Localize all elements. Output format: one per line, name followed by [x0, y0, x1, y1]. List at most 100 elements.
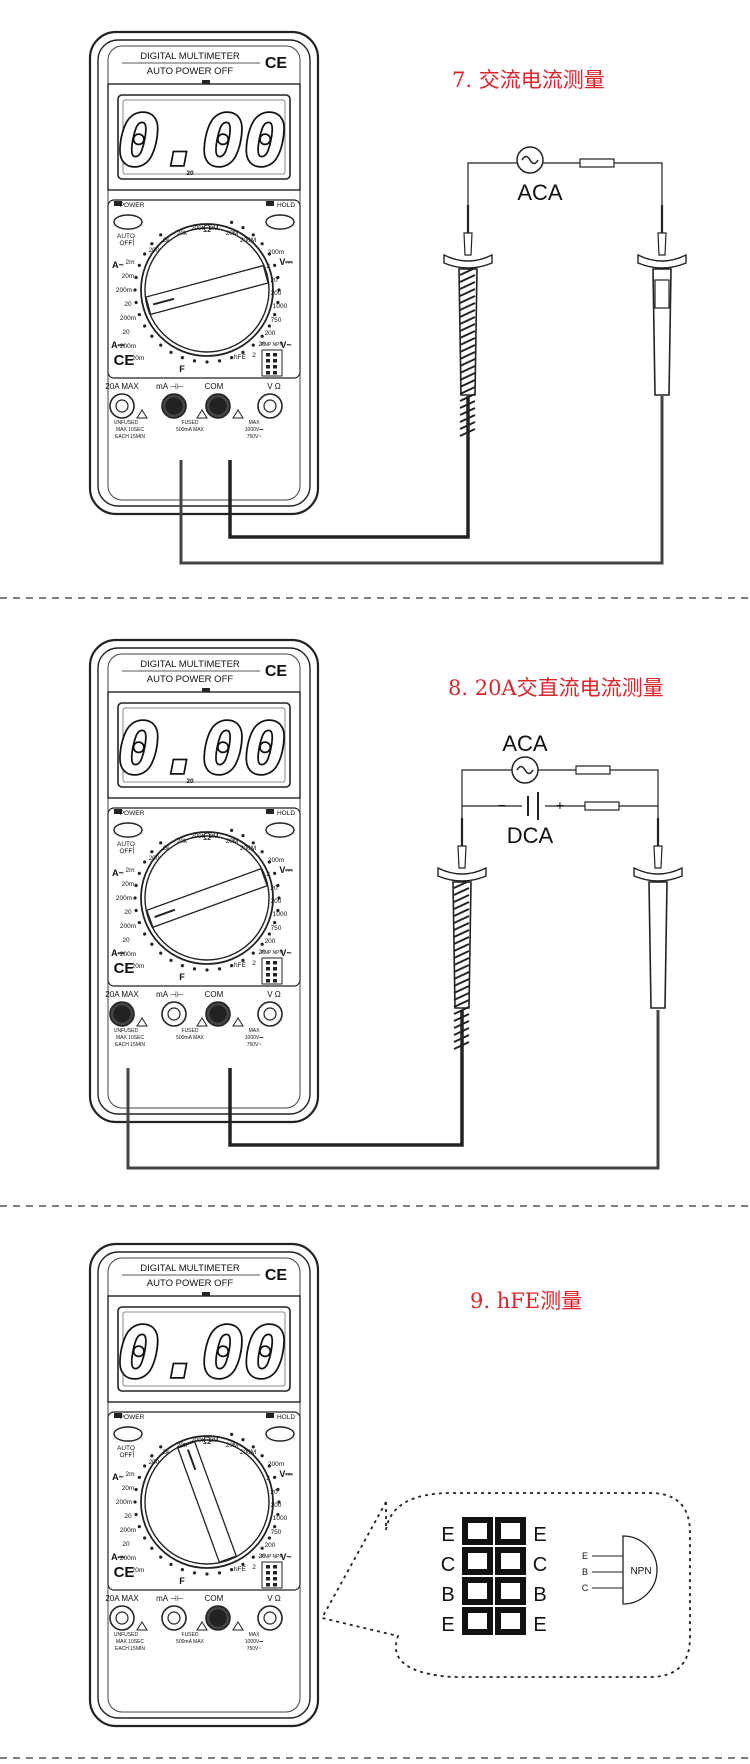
diode-icon: →| [126, 1451, 135, 1458]
dial-dot [143, 860, 147, 864]
transistor-pin-label: E [582, 1551, 588, 1561]
aca-label: A~ [112, 868, 124, 878]
power-key-icon [114, 1413, 122, 1418]
dial-dot [134, 300, 138, 305]
aca-label-7: ACA [517, 180, 563, 205]
meter-subtitle: AUTO POWER OFF [147, 1278, 234, 1289]
v-range-label: 750 [271, 317, 282, 324]
hfe-socket-hole [273, 371, 277, 375]
dial-dot [273, 263, 277, 267]
dca-label: A⎓ [111, 340, 125, 350]
dial-dot [241, 1562, 245, 1566]
dial-dot [277, 1500, 281, 1504]
hfe-socket-hole [266, 1571, 270, 1575]
hfe-socket-hole [273, 967, 277, 971]
hfe-socket [261, 1561, 283, 1589]
off-label: OFF [120, 1452, 133, 1459]
socket-hole [462, 1547, 493, 1575]
face-ce-mark: CE [114, 1564, 135, 1581]
hold-label: HOLD [277, 202, 295, 209]
hfe-socket-hole [273, 1577, 277, 1581]
diode-icon: →| [126, 847, 135, 854]
dial-dot [205, 1572, 209, 1576]
probe-hatch [459, 267, 476, 276]
hold-key-icon [266, 1413, 274, 1418]
probe-hatch [453, 901, 470, 910]
dial-dot [159, 1445, 163, 1449]
dial-pointer [176, 1440, 238, 1564]
jack-label-ma: mA ⊣⊢ [156, 990, 184, 999]
power-key-icon [114, 201, 122, 206]
jack-label-ma: mA ⊣⊢ [156, 1594, 184, 1603]
a-range-label: 2m [125, 867, 134, 874]
ohm-range-label: 200M [240, 845, 256, 852]
dial-dot [277, 288, 281, 292]
jack-inner [115, 399, 129, 413]
dial-dot [230, 1568, 234, 1572]
dial-dot [134, 275, 138, 280]
probe-hatch [453, 992, 470, 1001]
dca-label: A⎓ [111, 948, 125, 958]
probe-hatch [459, 316, 476, 325]
warn-ma-text: 500mA MAX [176, 427, 204, 433]
dial-dot [273, 871, 277, 875]
lcd-sub: 20 [186, 170, 194, 177]
dial-dot [276, 275, 280, 280]
jack-label-20a: 20A MAX [105, 990, 139, 999]
dial-dot [137, 263, 141, 267]
ohm-range-label: 200k [191, 833, 206, 840]
probe-hatch [459, 372, 476, 381]
power-button [113, 822, 143, 838]
probe-hatch [459, 351, 476, 360]
ohm-range-label: 200M [240, 1449, 256, 1456]
v-range-label: 200 [265, 1542, 276, 1549]
warn-v-text: 750V~ [247, 1646, 262, 1652]
socket-pin-right: E [533, 1524, 546, 1546]
ohm-range-label: 200M [240, 237, 256, 244]
a-range-label: 2m [125, 259, 134, 266]
hfe-socket-hole [266, 961, 270, 965]
acv-label: V~ [280, 1552, 291, 1562]
warn-ma-text: FUSED [182, 420, 199, 426]
hfe-socket-hole [266, 973, 270, 977]
a-range-label: 20m [122, 273, 135, 280]
transistor-label: NPN [630, 1566, 651, 1577]
v-range-label: 750 [271, 925, 282, 932]
hfe-socket-hole [273, 961, 277, 965]
a-range-label: 20 [124, 301, 132, 308]
probe-hatch [459, 330, 476, 339]
a-range-label: 200m [116, 1499, 132, 1506]
socket-pin-right: B [533, 1584, 546, 1606]
jack-inner [263, 1007, 277, 1021]
dc-plus-label: + [556, 797, 564, 813]
v-range-label: 1000 [273, 1515, 288, 1522]
lcd-sub: 20 [186, 778, 194, 785]
probe-hatch [459, 295, 476, 304]
warning-triangle-icon [232, 1017, 244, 1027]
dial-dot [230, 964, 234, 968]
probe-black [637, 205, 687, 396]
hfe-label: hFE [234, 962, 247, 969]
socket-hole [495, 1517, 526, 1545]
probe-hatch [459, 386, 476, 395]
warn-20a-text: UNFUSED [114, 1028, 139, 1034]
dial-dot [251, 951, 255, 955]
face-ce-mark: CE [114, 352, 135, 369]
warn-ma-text: 500mA MAX [176, 1639, 204, 1645]
hfe-label: hFE [234, 1566, 247, 1573]
meter-subtitle: AUTO POWER OFF [147, 66, 234, 77]
socket-pin-left: E [441, 1614, 454, 1636]
warning-triangle-icon [136, 409, 148, 419]
off-label: OFF [120, 240, 133, 247]
power-label: POWER [120, 202, 145, 209]
dial-dot [180, 964, 184, 968]
dial-dot [260, 850, 264, 854]
probe-hatch [453, 915, 470, 924]
dial-dot [134, 1512, 138, 1517]
dc-minus-label: − [498, 797, 506, 813]
dial-dot [267, 860, 271, 864]
probe-handle [648, 881, 668, 1009]
power-label: POWER [120, 810, 145, 817]
